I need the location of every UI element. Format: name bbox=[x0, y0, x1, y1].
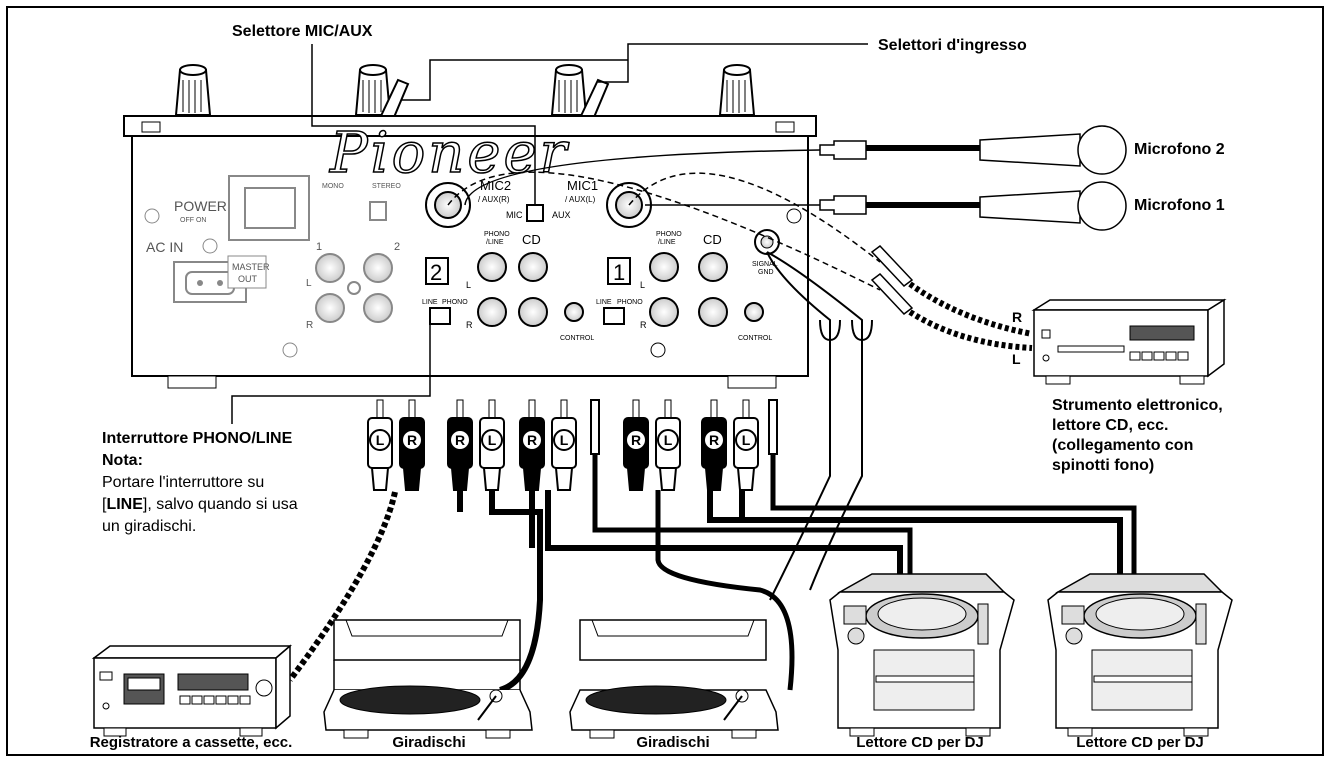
master-out-2-label: 2 bbox=[394, 241, 400, 253]
aux-l-label: L bbox=[1012, 351, 1021, 367]
rca-plug-label: R bbox=[455, 432, 465, 448]
brand-logo: Pioneer bbox=[329, 121, 570, 186]
caption-dj-cd-1: Lettore CD per DJ bbox=[820, 734, 1020, 751]
external-cd-player bbox=[1034, 300, 1224, 384]
ch2-line-label: LINE bbox=[422, 299, 438, 306]
ch2-control-label: CONTROL bbox=[560, 335, 594, 342]
rca-plug-r: R bbox=[702, 400, 726, 490]
dj-cd-player-2 bbox=[1048, 574, 1232, 736]
phono-line-switch-label: Interruttore PHONO/LINE bbox=[102, 428, 298, 450]
mono-label: MONO bbox=[322, 183, 344, 190]
instrument-line-1: Strumento elettronico, bbox=[1052, 396, 1223, 416]
ch2-control-jack bbox=[565, 303, 583, 321]
instrument-label: Strumento elettronico, lettore CD, ecc. … bbox=[1052, 396, 1223, 476]
master-out-r-label: R bbox=[306, 320, 313, 331]
rca-plug-r: R bbox=[448, 400, 472, 490]
mic-aux-selector-label: Selettore MIC/AUX bbox=[232, 22, 372, 42]
rca-plug-label: R bbox=[527, 432, 537, 448]
mic2-device-label: Microfono 2 bbox=[1134, 140, 1225, 160]
dj-cd-player-1 bbox=[830, 574, 1014, 736]
rca-plug-l: L bbox=[368, 400, 392, 490]
channel-1-number: 1 bbox=[613, 260, 625, 285]
ch1-control-label: CONTROL bbox=[738, 335, 772, 342]
ch2-cd-label: CD bbox=[522, 232, 541, 247]
mic1-label: MIC1 bbox=[567, 178, 598, 193]
rca-plug-label: L bbox=[664, 432, 673, 448]
ch2-phono-line-label-2: /LINE bbox=[486, 239, 504, 246]
ch1-line-label: LINE bbox=[596, 299, 612, 306]
power-sub-label: OFF ON bbox=[180, 217, 206, 224]
note-title: Nota: bbox=[102, 450, 298, 472]
rca-plug-l: L bbox=[734, 400, 758, 490]
mic-aux-switch bbox=[527, 205, 543, 221]
power-switch bbox=[229, 176, 309, 240]
instrument-line-3: (collegamento con bbox=[1052, 436, 1223, 456]
stereo-label: STEREO bbox=[372, 183, 401, 190]
turntable-2 bbox=[570, 620, 778, 738]
cassette-recorder bbox=[94, 646, 290, 736]
ch1-r-label: R bbox=[640, 320, 647, 330]
rca-plug-r: R bbox=[624, 400, 648, 490]
mic2-sub-label: / AUX(R) bbox=[478, 195, 510, 204]
ch1-phono-label: PHONO bbox=[617, 299, 643, 306]
knob-4 bbox=[720, 65, 754, 115]
note-line-2: [LINE], salvo quando si usa bbox=[102, 494, 298, 516]
input-selectors-label: Selettori d'ingresso bbox=[878, 36, 1027, 56]
caption-cassette: Registratore a cassette, ecc. bbox=[60, 734, 322, 751]
master-out-1-label: 1 bbox=[316, 241, 322, 253]
mic1-sub-label: / AUX(L) bbox=[565, 195, 596, 204]
rca-plug-label: L bbox=[560, 432, 569, 448]
ac-in-label: AC IN bbox=[146, 239, 183, 255]
mono-stereo-switch bbox=[370, 202, 386, 220]
instrument-line-2: lettore CD, ecc. bbox=[1052, 416, 1223, 436]
ch2-r-label: R bbox=[466, 320, 473, 330]
rca-plug-l: L bbox=[552, 400, 576, 490]
rca-plug-label: L bbox=[742, 432, 751, 448]
rca-plug-label: R bbox=[407, 432, 417, 448]
signal-gnd-label-2: GND bbox=[758, 269, 774, 276]
master-out-label-2: OUT bbox=[238, 274, 258, 284]
ch2-l-label: L bbox=[466, 280, 471, 290]
ch1-control-jack bbox=[745, 303, 763, 321]
knob-1 bbox=[176, 65, 210, 115]
mic1-device-label: Microfono 1 bbox=[1134, 196, 1225, 216]
control-mini-plug bbox=[769, 400, 777, 454]
rca-plug-label: R bbox=[709, 432, 719, 448]
master-out-label-1: MASTER bbox=[232, 262, 270, 272]
caption-turntable-1: Giradischi bbox=[336, 734, 522, 751]
power-label: POWER bbox=[174, 198, 227, 214]
aux-r-label: R bbox=[1012, 309, 1022, 325]
rca-plug-label: L bbox=[376, 432, 385, 448]
channel-2-number: 2 bbox=[430, 260, 442, 285]
rca-plug-label: L bbox=[488, 432, 497, 448]
control-mini-plug bbox=[591, 400, 599, 454]
rca-plug-label: R bbox=[631, 432, 641, 448]
note-line-3: un giradischi. bbox=[102, 516, 298, 538]
rca-plug-r: R bbox=[520, 400, 544, 490]
instrument-line-4: spinotti fono) bbox=[1052, 456, 1223, 476]
ch1-l-label: L bbox=[640, 280, 645, 290]
note-line-1: Portare l'interruttore su bbox=[102, 472, 298, 494]
caption-dj-cd-2: Lettore CD per DJ bbox=[1040, 734, 1240, 751]
caption-turntable-2: Giradischi bbox=[580, 734, 766, 751]
ch1-phono-line-label-2: /LINE bbox=[658, 239, 676, 246]
aux-label: AUX bbox=[552, 210, 571, 220]
mic-label: MIC bbox=[506, 210, 523, 220]
phono-plugs-aux bbox=[872, 246, 1032, 348]
ch2-phono-label: PHONO bbox=[442, 299, 468, 306]
rca-plug-l: L bbox=[480, 400, 504, 490]
ch2-phono-line-switch bbox=[430, 308, 450, 324]
ch2-phono-line-label-1: PHONO bbox=[484, 231, 510, 238]
ch1-phono-line-switch bbox=[604, 308, 624, 324]
ch1-phono-line-label-1: PHONO bbox=[656, 231, 682, 238]
rca-plug-r: R bbox=[400, 400, 424, 490]
master-out-l-label: L bbox=[306, 278, 312, 289]
phono-line-note: Interruttore PHONO/LINE Nota: Portare l'… bbox=[102, 428, 298, 538]
knob-3 bbox=[552, 65, 586, 115]
turntable-1 bbox=[324, 620, 532, 738]
rca-plug-l: L bbox=[656, 400, 680, 490]
ch1-cd-label: CD bbox=[703, 232, 722, 247]
